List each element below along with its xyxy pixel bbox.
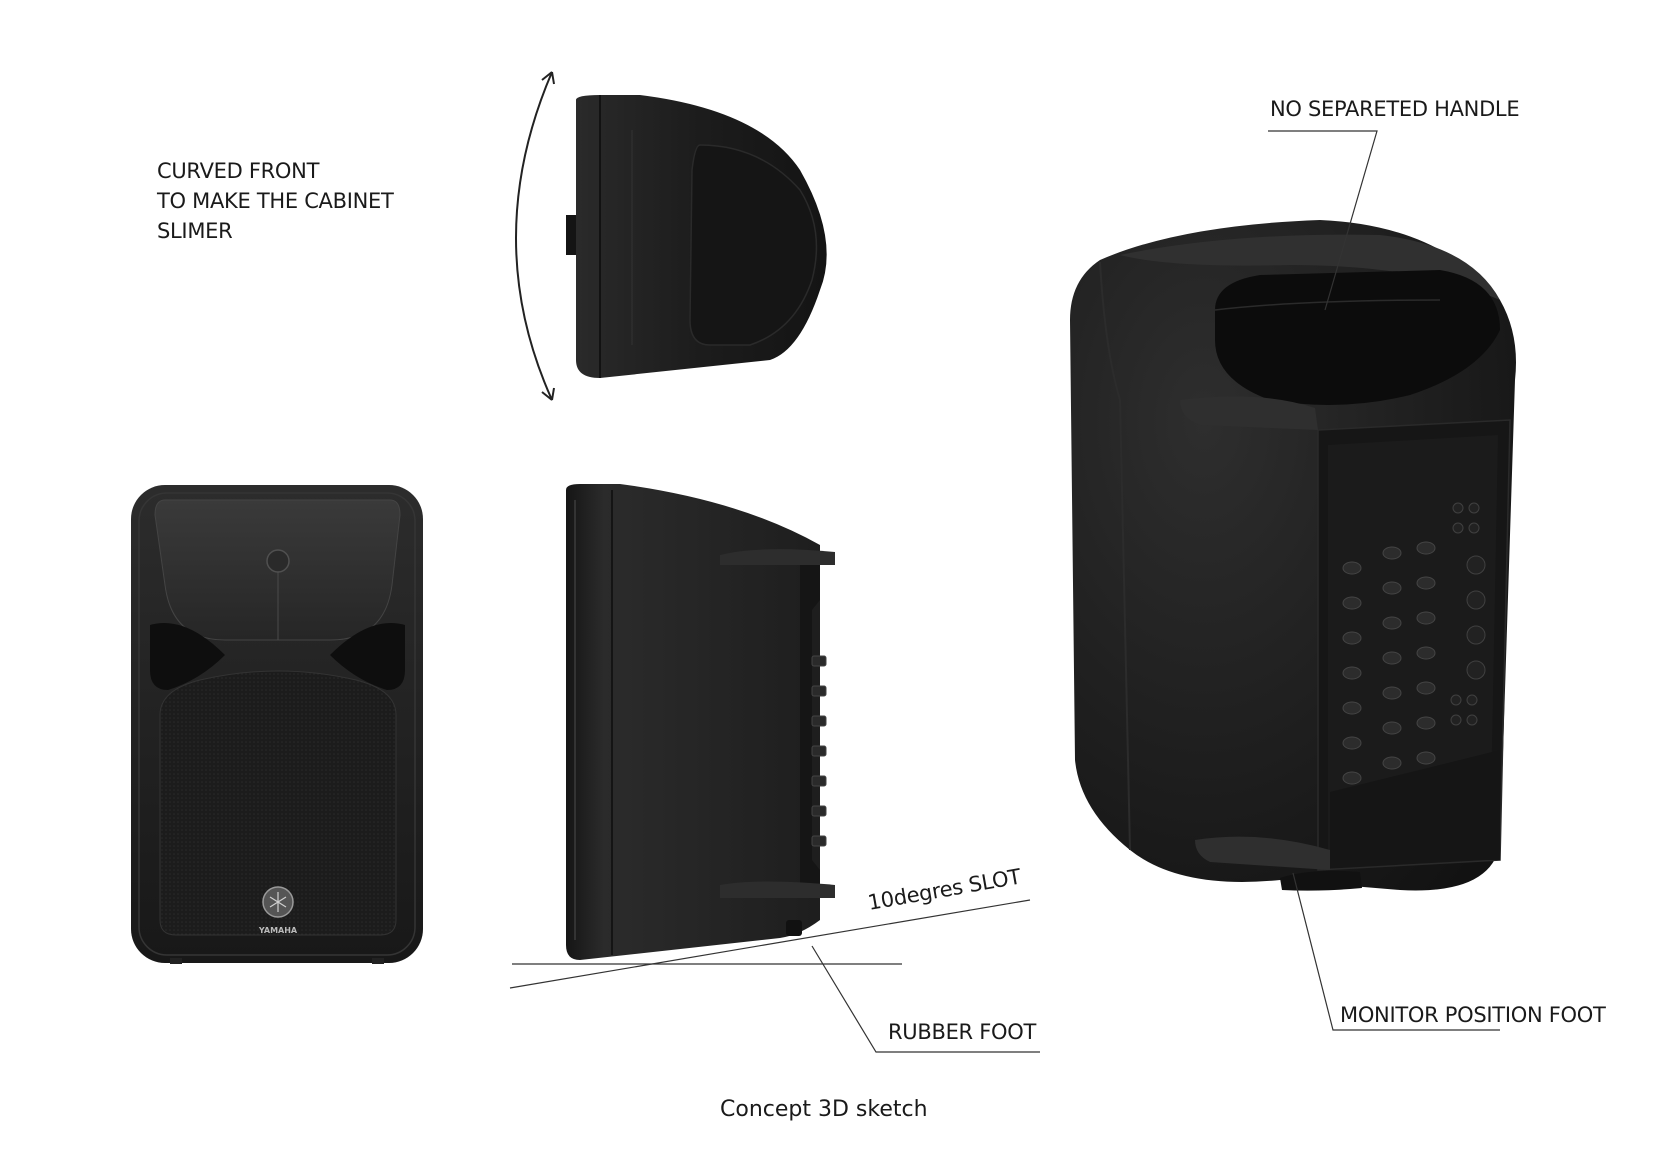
side-view-cabinet xyxy=(509,484,1040,1053)
rear-knobs xyxy=(811,655,827,847)
tweeter-icon xyxy=(266,549,290,573)
control-knobs xyxy=(1342,541,1436,785)
front-view-cabinet: YAMAHA xyxy=(131,485,423,964)
yamaha-logo-text: YAMAHA xyxy=(258,926,298,935)
perspective-view-cabinet xyxy=(1070,130,1516,1031)
port-left xyxy=(150,623,225,690)
woofer-grille xyxy=(159,670,397,936)
figure-caption: Concept 3D sketch xyxy=(720,1097,928,1122)
top-view-cabinet xyxy=(515,71,827,401)
label-rubber-foot: RUBBER FOOT xyxy=(888,1020,1036,1044)
monitor-position-foot xyxy=(1280,870,1362,891)
curve-arrow xyxy=(515,71,553,401)
label-curved-front: CURVED FRONT TO MAKE THE CABINET SLIMER xyxy=(157,159,394,243)
rubber-foot xyxy=(786,920,802,936)
port-right xyxy=(330,623,405,690)
connector-sockets xyxy=(1450,502,1486,726)
label-no-separated-handle: NO SEPARETED HANDLE xyxy=(1270,97,1520,121)
label-monitor-position-foot: MONITOR POSITION FOOT xyxy=(1340,1003,1606,1027)
